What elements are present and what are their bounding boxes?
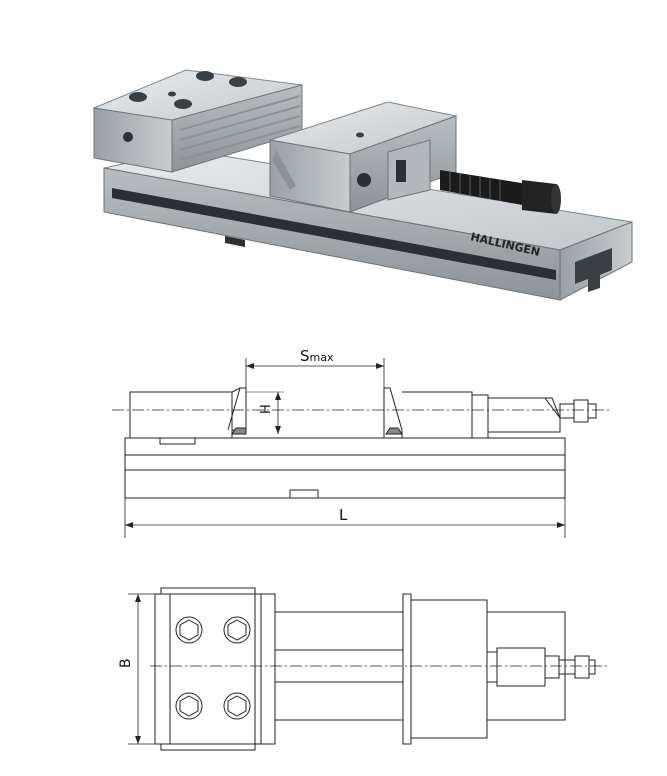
side-moving-jaw	[383, 387, 403, 438]
moving-jaw	[269, 101, 458, 213]
fixed-jaw	[92, 69, 304, 173]
top-bolt-3	[175, 692, 203, 720]
dim-smax-main: S	[300, 347, 310, 365]
top-bolt-1	[175, 616, 203, 644]
dim-b-label: B	[118, 658, 134, 668]
top-bolt-2	[223, 616, 251, 644]
top-bolt-4	[223, 692, 251, 720]
dim-l-label: L	[339, 506, 348, 524]
spindle-screw	[440, 170, 561, 214]
side-base	[124, 437, 566, 499]
dim-smax-sub: max	[310, 351, 334, 364]
dim-h-label: H	[259, 404, 274, 414]
dim-smax-label: Smax	[300, 347, 334, 365]
